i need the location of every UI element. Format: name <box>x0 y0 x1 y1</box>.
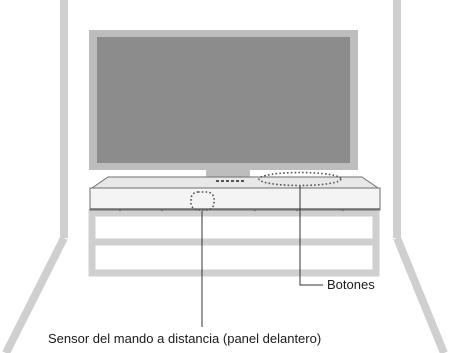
button-mark <box>216 180 219 182</box>
tv-base <box>206 170 250 178</box>
button-mark <box>226 180 229 182</box>
tv-stand <box>88 209 380 277</box>
button-mark <box>236 180 239 182</box>
sensor-callout-box <box>190 191 215 211</box>
left-floor-line <box>2 236 68 353</box>
television <box>89 30 358 178</box>
buttons-label: Botones <box>327 277 375 292</box>
soundbar-feet <box>118 208 345 212</box>
button-mark <box>231 180 234 182</box>
buttons-callout-ellipse <box>258 171 342 187</box>
soundbar-button-strip <box>216 180 244 182</box>
soundbar-front <box>89 187 381 211</box>
button-mark <box>241 180 244 182</box>
soundbar <box>89 176 381 212</box>
foot-dot <box>341 208 345 212</box>
soundbar-top <box>90 176 380 189</box>
leader-lines <box>201 186 323 327</box>
remote-sensor-label: Sensor del mando a distancia (panel dela… <box>48 331 322 346</box>
right-floor-line <box>393 236 448 353</box>
button-mark <box>221 180 224 182</box>
tv-screen <box>97 37 350 163</box>
foot-dot <box>160 208 164 212</box>
buttons-leader-line <box>299 186 323 286</box>
foot-dot <box>295 208 299 212</box>
foot-dot <box>118 208 122 212</box>
foot-dot <box>253 208 257 212</box>
